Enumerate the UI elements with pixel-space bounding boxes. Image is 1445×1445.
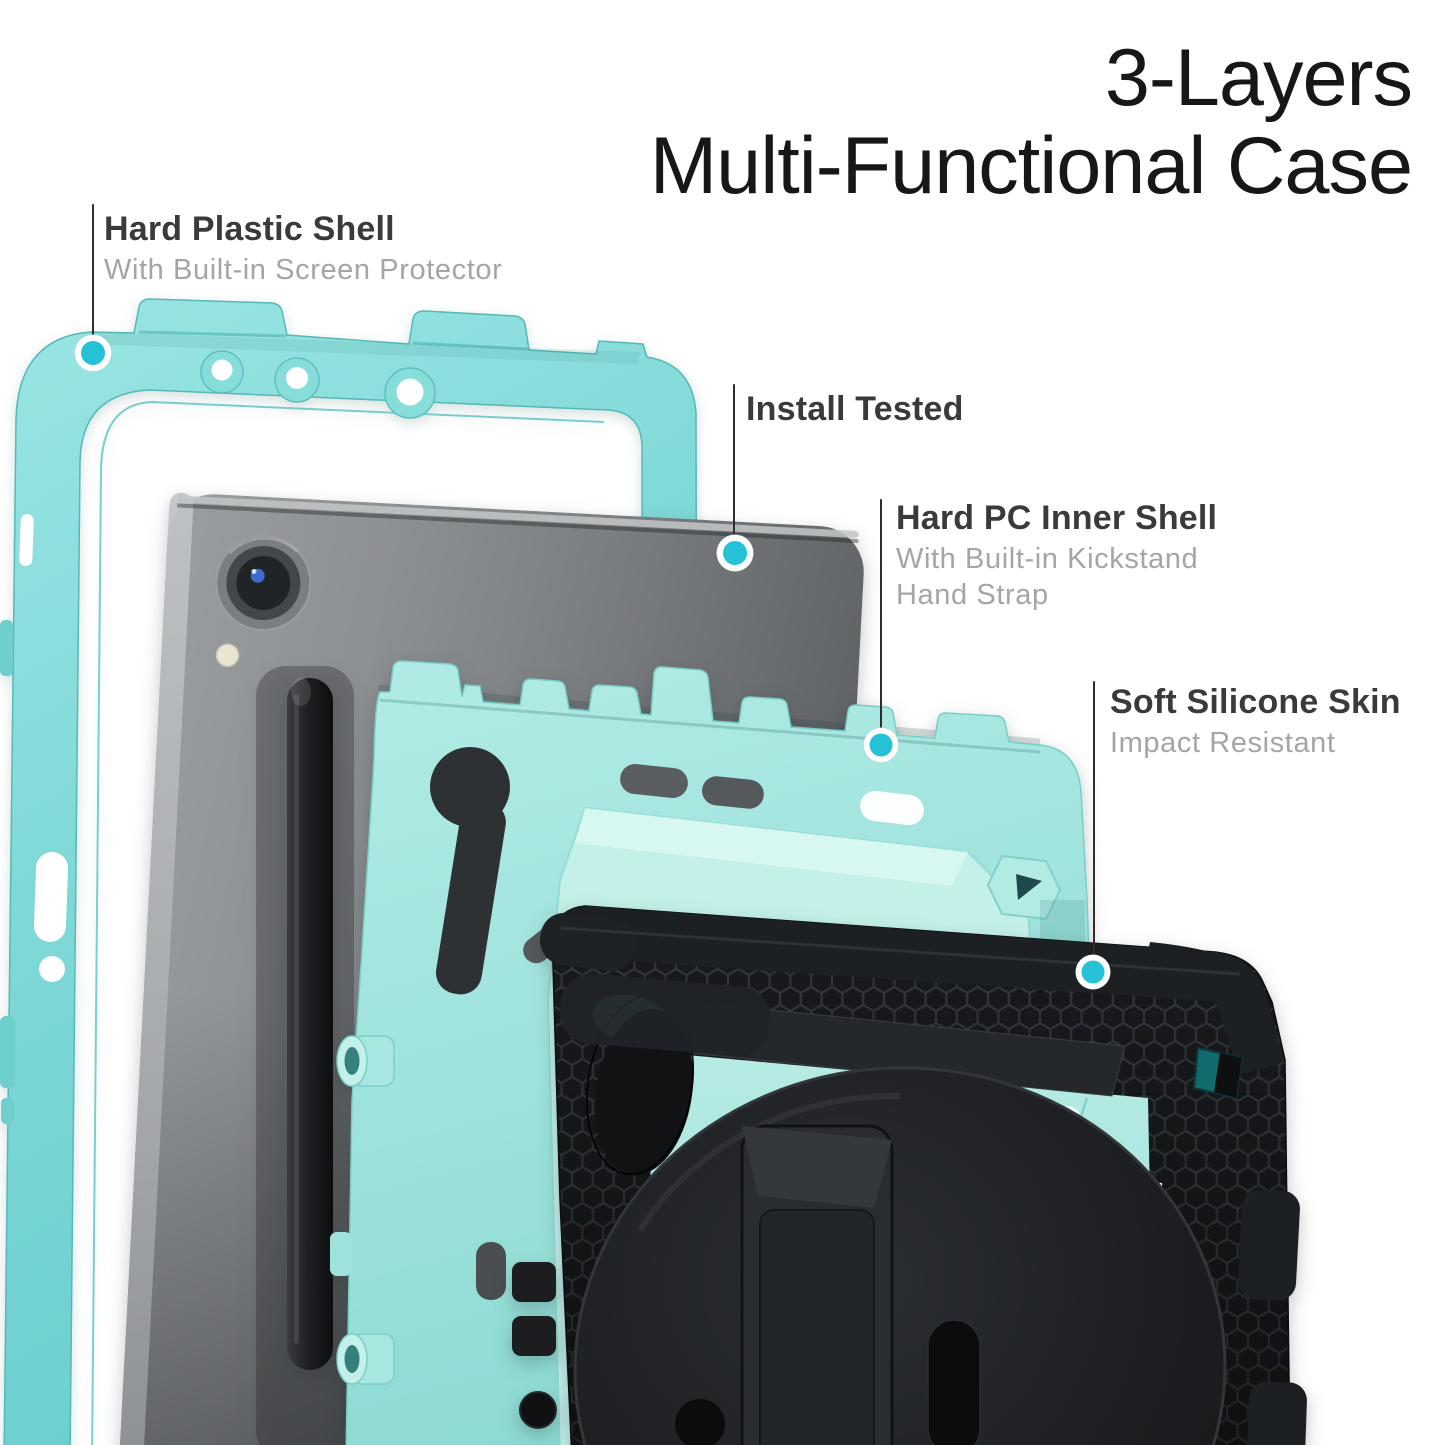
callout-dot-soft-silicone-skin [1075, 954, 1111, 990]
strap-anchor-tube [336, 1035, 395, 1087]
hard-plastic-shell-frame [0, 298, 699, 1445]
callout-dot-hard-plastic-shell [74, 334, 112, 372]
s-pen [256, 666, 354, 1445]
callout-subtitle-line2: Hand Strap [896, 579, 1049, 611]
callout-title: Hard PC Inner Shell [896, 499, 1218, 537]
tablet-camera [215, 535, 312, 632]
soft-silicone-skin-case [512, 905, 1307, 1445]
callout-hard-plastic-shell: Hard Plastic Shell With Built-in Screen … [104, 210, 502, 288]
tablet-side-edge [102, 492, 194, 1445]
callout-soft-silicone-skin: Soft Silicone Skin Impact Resistant [1110, 683, 1401, 761]
page-title-line2: Multi-Functional Case [649, 121, 1413, 211]
callout-title: Hard Plastic Shell [104, 210, 395, 248]
callout-annotations [74, 204, 1111, 990]
kickstand [740, 1124, 894, 1445]
page-title-line1: 3-Layers [1104, 33, 1413, 123]
page-title: 3-Layers Multi-Functional Case [649, 33, 1413, 211]
callout-dot-hard-pc-inner-shell [863, 727, 899, 763]
tablet-flash [215, 643, 240, 667]
callout-subtitle-line1: With Built-in Kickstand [896, 543, 1199, 575]
callout-title: Soft Silicone Skin [1110, 683, 1401, 721]
diamond-cutout [1192, 1046, 1244, 1100]
callout-subtitle: With Built-in Screen Protector [104, 254, 503, 286]
callout-hard-pc-inner-shell: Hard PC Inner Shell With Built-in Kickst… [896, 499, 1217, 613]
callout-subtitle: With Built-in Kickstand Hand Strap [896, 541, 1217, 613]
hand-strap-slot [927, 1319, 981, 1445]
strap-anchor-tube [336, 1333, 395, 1385]
callout-dot-install-tested [716, 534, 754, 572]
rotating-kickstand-disc [573, 1066, 1227, 1445]
callout-install-tested: Install Tested [746, 390, 964, 428]
callout-subtitle: Impact Resistant [1110, 727, 1336, 759]
callout-title: Install Tested [746, 390, 964, 428]
